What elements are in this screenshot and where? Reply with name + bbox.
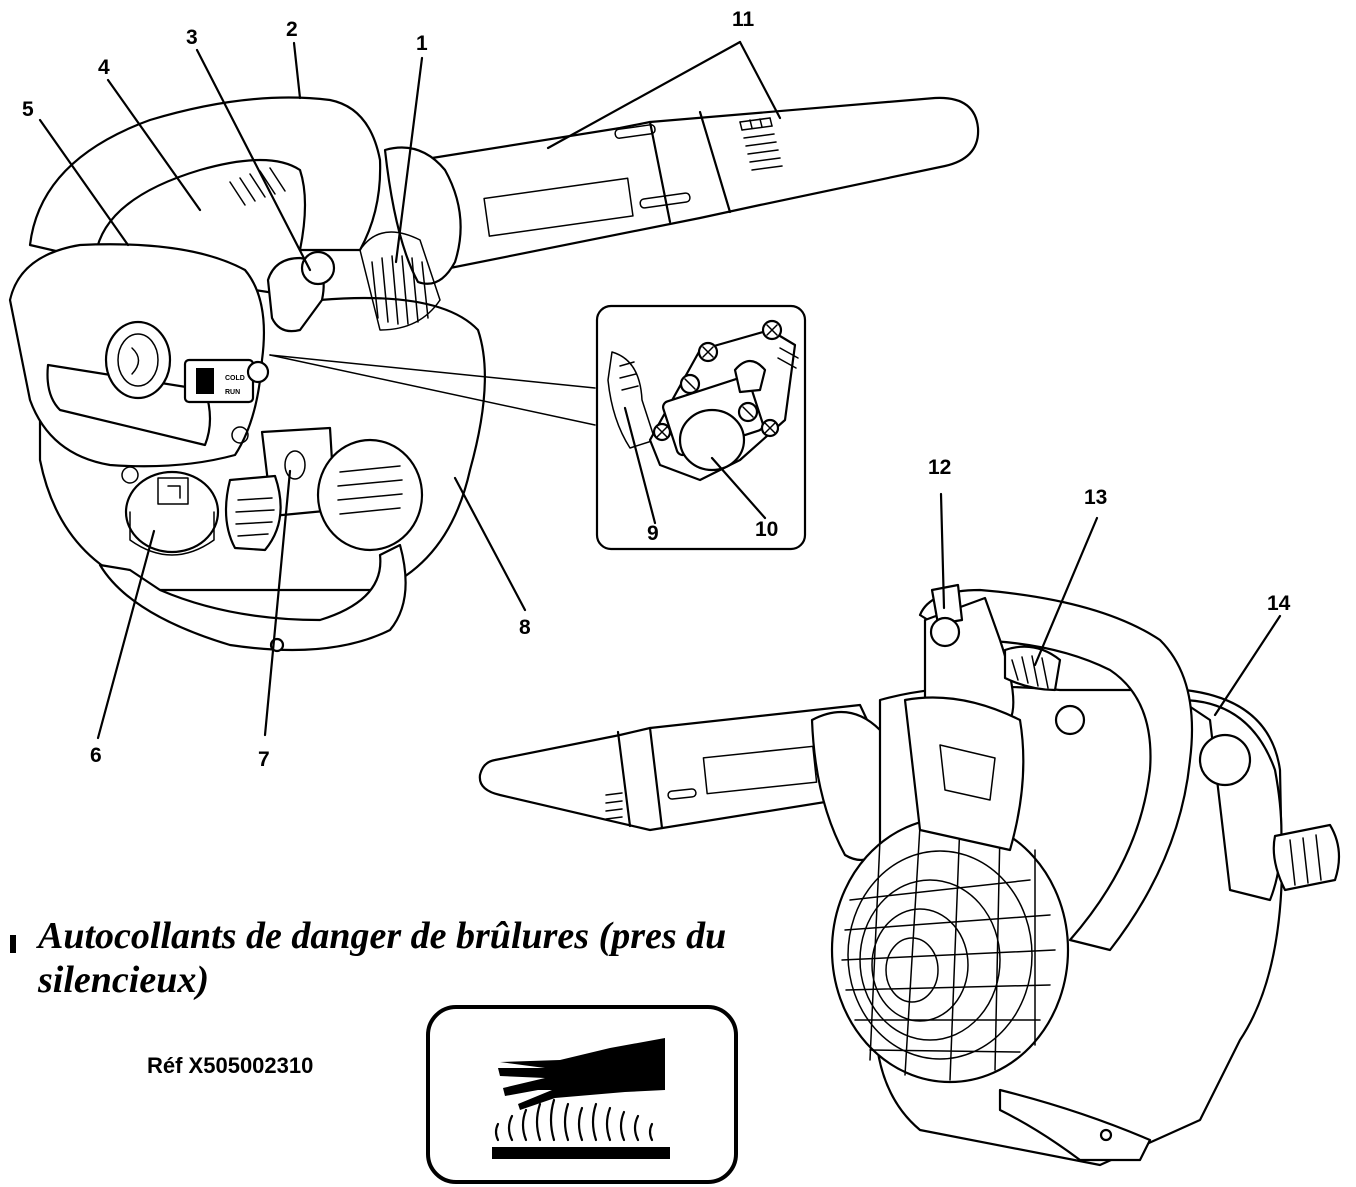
- tube-grip-ribs: [739, 117, 783, 171]
- callout-9: 9: [647, 522, 659, 545]
- leader-lines-rear: [38, 40, 782, 740]
- hand-icon: [498, 1038, 665, 1110]
- callout-6: 6: [90, 744, 102, 767]
- section-bullet: [10, 935, 16, 953]
- callout-7: 7: [258, 748, 270, 771]
- callout-12: 12: [928, 456, 951, 479]
- callout-14: 14: [1267, 592, 1291, 615]
- blower-rear-view: COLD RUN: [8, 40, 980, 740]
- svg-text:COLD: COLD: [225, 375, 245, 382]
- callout-8: 8: [519, 616, 531, 639]
- callout-11: 11: [732, 8, 755, 31]
- callout-1: 1: [416, 32, 428, 55]
- callout-4: 4: [98, 56, 110, 79]
- blower-front-view: [478, 492, 1341, 1167]
- callout-10: 10: [755, 518, 778, 541]
- svg-text:RUN: RUN: [225, 389, 240, 396]
- blower-housing-front: [830, 583, 1341, 1167]
- callout-13: 13: [1084, 486, 1107, 509]
- leader-lines-front: [939, 492, 1282, 717]
- callout-labels: 1 2 3 4 5 6 7 8 9 10 11 12 13 14: [22, 8, 1291, 771]
- blower-housing-rear: COLD RUN: [8, 96, 486, 653]
- heat-waves-icon: [494, 1098, 654, 1142]
- callout-2: 2: [286, 18, 298, 41]
- callout-5: 5: [22, 98, 34, 121]
- section-heading: Autocollants de danger de brûlures (pres…: [38, 915, 727, 1001]
- part-reference: Réf X505002310: [147, 1053, 314, 1078]
- blower-tube-front: [478, 703, 902, 862]
- blower-tube-rear: [383, 96, 980, 285]
- burn-hazard-sticker: [426, 1005, 738, 1184]
- callout-3: 3: [186, 26, 198, 49]
- carburettor-inset: [595, 304, 807, 551]
- hot-surface-bar: [492, 1147, 670, 1159]
